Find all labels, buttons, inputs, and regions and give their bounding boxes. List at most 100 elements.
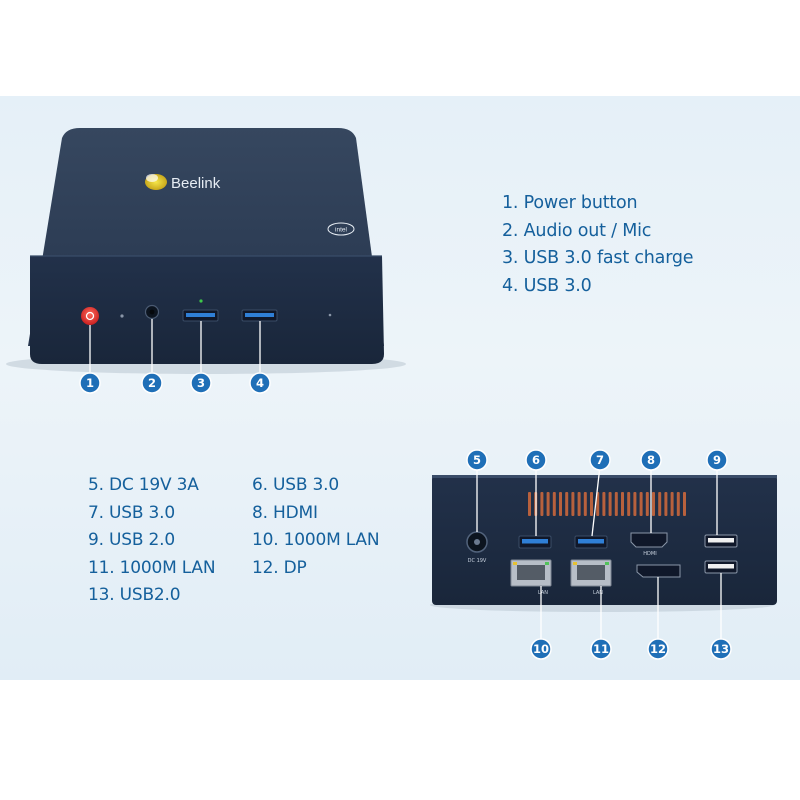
- callout-badge-8: 8: [640, 449, 662, 471]
- vent-slot: [683, 492, 686, 516]
- svg-text:5: 5: [473, 453, 481, 467]
- legend-item-lan-10: 10. 1000M LAN: [252, 530, 380, 550]
- callout-badge-6: 6: [525, 449, 547, 471]
- vent-slot: [658, 492, 662, 516]
- beelink-wing-icon: [146, 174, 158, 182]
- rear-callout-lines: [476, 465, 722, 641]
- front-port-legend: 1. Power button 2. Audio out / Mic 3. US…: [502, 190, 694, 300]
- vent-slot: [590, 492, 593, 516]
- svg-text:12: 12: [650, 642, 666, 656]
- callout-badge-9: 9: [706, 449, 728, 471]
- lan-led-icon: [605, 562, 609, 565]
- lan-silkscreen: LAN: [538, 590, 548, 596]
- callout-badges: 1 2 3 4 5 6 7: [79, 372, 732, 660]
- legend-item-lan-11: 11. 1000M LAN: [88, 557, 216, 578]
- callout-badge-7: 7: [589, 449, 611, 471]
- legend-item-usb-3: 4. USB 3.0: [502, 275, 592, 296]
- vent-slot: [552, 492, 556, 516]
- vent-slot: [565, 492, 569, 516]
- rear-device-edge: [432, 475, 777, 478]
- vent-slot: [627, 492, 631, 516]
- hdmi-port[interactable]: [630, 532, 668, 548]
- lan-port-11[interactable]: [570, 559, 612, 587]
- legend-item-displayport: 12. DP: [252, 557, 307, 578]
- dc-silkscreen: DC 19V: [468, 558, 487, 564]
- product-diagram: Beelink intel: [0, 96, 800, 680]
- power-button-icon: [81, 307, 99, 325]
- brand-name: Beelink: [171, 175, 221, 192]
- rear-usb-port-6[interactable]: [518, 535, 552, 549]
- vent-slot: [652, 492, 655, 516]
- vent-slot: [528, 492, 531, 516]
- vent-slot: [559, 492, 562, 516]
- lan-led-icon: [573, 562, 577, 565]
- ir-receiver-dot: [328, 313, 332, 317]
- vent-slot: [614, 492, 618, 516]
- svg-text:8: 8: [647, 453, 655, 467]
- svg-text:11: 11: [593, 642, 609, 656]
- power-button[interactable]: [81, 307, 99, 325]
- vent-slot: [577, 492, 581, 516]
- usb-tongue-icon: [245, 313, 274, 317]
- callout-badge-13: 13: [710, 638, 732, 660]
- callout-badge-4: 4: [249, 372, 271, 394]
- callout-badge-1: 1: [79, 372, 101, 394]
- callout-badge-2: 2: [141, 372, 163, 394]
- svg-text:6: 6: [532, 453, 540, 467]
- lan-socket-icon: [577, 565, 605, 580]
- svg-text:4: 4: [256, 376, 264, 390]
- legend-item-power-button: 1. Power button: [502, 193, 638, 213]
- legend-item-usb-2-rear-9: 9. USB 2.0: [88, 530, 175, 550]
- front-usb-port-1[interactable]: [182, 309, 219, 322]
- lan-led-icon: [513, 562, 517, 565]
- status-led: [199, 299, 203, 303]
- audio-jack-hole: [149, 309, 155, 315]
- hdmi-silkscreen: HDMI: [643, 551, 656, 557]
- usb-tongue-icon: [708, 564, 734, 569]
- vent-slot: [645, 492, 649, 516]
- rear-device: DC 19V LAN: [430, 475, 777, 612]
- usb-tongue-icon: [522, 539, 548, 544]
- callout-badge-11: 11: [590, 638, 612, 660]
- diagram-canvas: Beelink intel: [6, 128, 777, 660]
- vent-slot: [676, 492, 680, 516]
- front-callout-lines: [89, 319, 261, 372]
- callout-badge-5: 5: [466, 449, 488, 471]
- legend-item-usb-fast-charge: 3. USB 3.0 fast charge: [502, 248, 694, 268]
- legend-item-usb-3-rear-6: 6. USB 3.0: [252, 475, 339, 495]
- vent-slot: [608, 492, 612, 516]
- lan-led-icon: [545, 562, 549, 565]
- audio-jack[interactable]: [144, 304, 160, 320]
- intel-badge: intel: [327, 222, 355, 236]
- dc-jack-pin: [474, 539, 480, 545]
- indicator-dot: [120, 314, 124, 318]
- displayport-port[interactable]: [636, 564, 681, 578]
- lan-silkscreen: LAN: [593, 590, 603, 596]
- dc-power-jack[interactable]: [466, 531, 488, 553]
- beelink-logo: Beelink: [145, 174, 221, 192]
- hdmi-port-icon: [630, 532, 668, 548]
- svg-text:1: 1: [86, 376, 94, 390]
- vent-slot: [602, 492, 606, 516]
- vent-slot: [670, 492, 674, 516]
- rear-usb-port-7[interactable]: [574, 535, 608, 549]
- callout-badge-12: 12: [647, 638, 669, 660]
- displayport-icon: [636, 564, 681, 578]
- vent-slot: [633, 492, 637, 516]
- rear-usb-port-13[interactable]: [704, 560, 738, 574]
- usb-tongue-icon: [186, 313, 215, 317]
- vent-slot: [664, 492, 668, 516]
- vent-slot: [621, 492, 624, 516]
- lan-port-10[interactable]: [510, 559, 552, 587]
- legend-item-usb-3-rear-7: 7. USB 3.0: [88, 502, 175, 523]
- callout-badge-3: 3: [190, 372, 212, 394]
- rear-usb-port-9[interactable]: [704, 534, 738, 548]
- legend-item-hdmi: 8. HDMI: [252, 502, 318, 523]
- vent-slot: [583, 492, 587, 516]
- svg-text:3: 3: [197, 376, 205, 390]
- power-symbol-icon: [85, 311, 95, 321]
- front-usb-port-2[interactable]: [241, 309, 278, 322]
- rear-port-legend-left: 5. DC 19V 3A 7. USB 3.0 9. USB 2.0 11. 1…: [88, 472, 216, 610]
- intel-badge-text: intel: [335, 227, 347, 234]
- lan-socket-icon: [517, 565, 545, 580]
